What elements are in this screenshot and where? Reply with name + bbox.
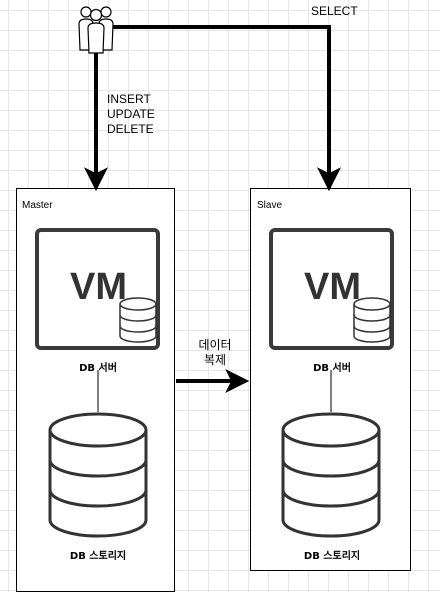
replication-line-2: 복제 [203, 353, 227, 367]
write-op-update: UPDATE [107, 107, 155, 121]
replication-line-1: 데이터 [198, 338, 232, 352]
slave-server-label: DB 서버 [313, 363, 351, 374]
write-op-insert: INSERT [107, 92, 151, 106]
slave-label: Slave [257, 200, 283, 211]
master-label: Master [22, 200, 53, 211]
slave-vm-text: VM [304, 266, 361, 308]
select-label: SELECT [311, 4, 358, 18]
read-arrow [111, 25, 341, 192]
replication-label: 데이터 복제 [190, 338, 240, 368]
users-icon [78, 6, 114, 54]
master-storage-label: DB 스토리지 [69, 551, 127, 562]
slave-storage-label: DB 스토리지 [303, 551, 361, 562]
master-vm-db-icon [119, 297, 157, 343]
master-vm-text: VM [70, 266, 127, 308]
master-server-label: DB 서버 [79, 363, 117, 374]
slave-storage-icon [281, 412, 381, 538]
write-op-delete: DELETE [107, 122, 154, 136]
slave-vm-db-icon [353, 297, 391, 343]
master-storage-icon [48, 412, 148, 538]
write-ops-label: INSERT UPDATE DELETE [107, 92, 155, 137]
